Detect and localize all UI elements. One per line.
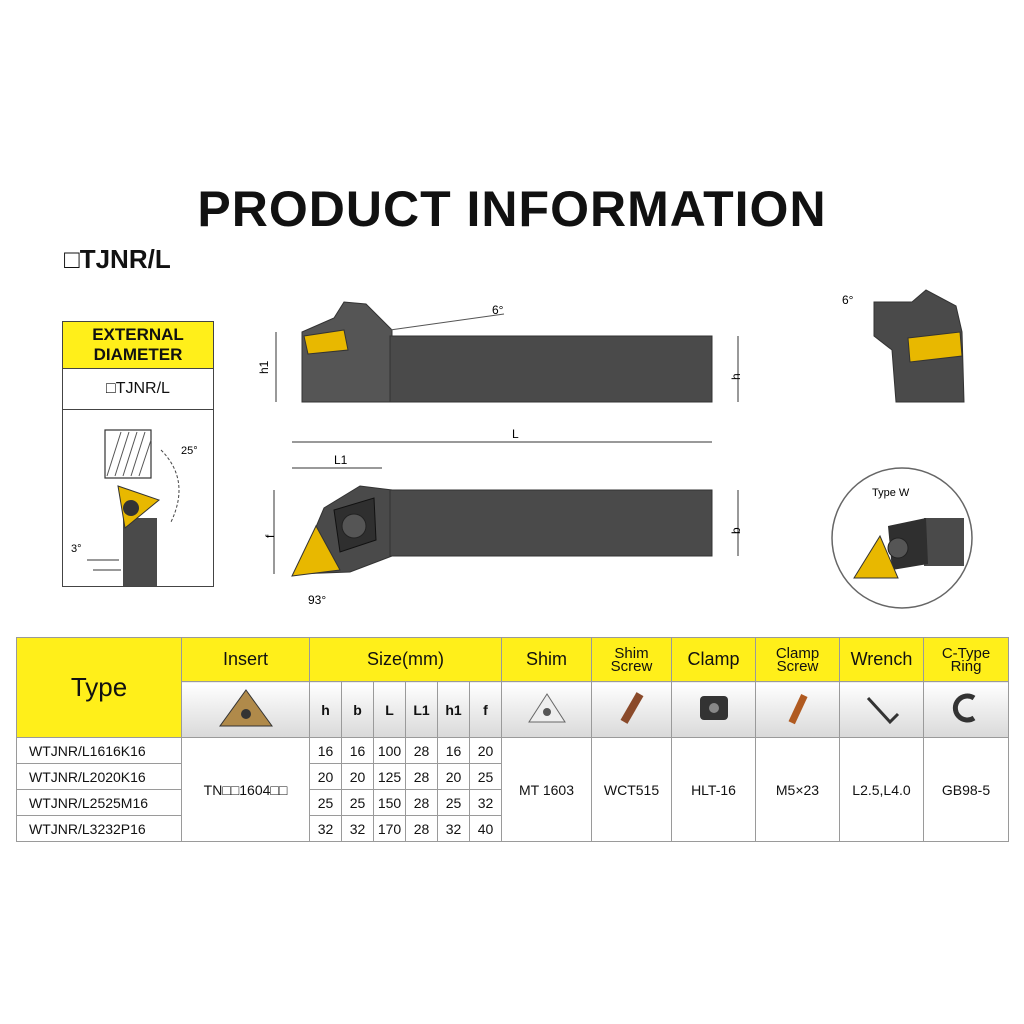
size-col-f: f [469, 681, 502, 738]
dimension-L-label: L [512, 427, 519, 441]
angle-93-label: 93° [308, 593, 326, 607]
cell-L: 100 [373, 737, 406, 764]
cell-h: 20 [309, 763, 342, 790]
cell-f: 40 [469, 815, 502, 842]
cell-L: 170 [373, 815, 406, 842]
ring-value: GB98-5 [923, 737, 1009, 842]
ring-icon [923, 681, 1009, 738]
wrench-value: L2.5,L4.0 [839, 737, 924, 842]
cell-L1: 28 [405, 789, 438, 816]
dimension-L1-label: L1 [334, 453, 348, 467]
dimension-b-label: b [729, 527, 743, 534]
clamp-header: Clamp [671, 637, 756, 682]
size-col-L: L [373, 681, 406, 738]
clamp-screw-icon [755, 681, 840, 738]
table-row: WTJNR/L2020K16 20 20 125 28 20 25 [16, 763, 1009, 790]
type-w-label: Type W [872, 487, 910, 499]
row-type: WTJNR/L2525M16 [16, 789, 182, 816]
shim-header: Shim [501, 637, 592, 682]
dimension-f-label: f [263, 534, 277, 538]
clamp-screw-value: M5×23 [755, 737, 840, 842]
cell-b: 20 [341, 763, 374, 790]
cell-b: 25 [341, 789, 374, 816]
type-w-detail: Type W [831, 467, 973, 609]
shim-value: MT 1603 [501, 737, 592, 842]
wrench-header: Wrench [839, 637, 924, 682]
size-col-L1: L1 [405, 681, 438, 738]
insert-header: Insert [181, 637, 310, 682]
dimension-h1-label: h1 [257, 360, 271, 374]
cell-h1: 20 [437, 763, 470, 790]
angle-3-label: 3° [71, 543, 82, 555]
cell-f: 20 [469, 737, 502, 764]
cell-L1: 28 [405, 763, 438, 790]
header-line-1: EXTERNAL [92, 325, 184, 344]
cell-L: 125 [373, 763, 406, 790]
row-type: WTJNR/L1616K16 [16, 737, 182, 764]
row-type: WTJNR/L2020K16 [16, 763, 182, 790]
shim-screw-icon [591, 681, 672, 738]
clamp-value: HLT-16 [671, 737, 756, 842]
wrench-icon [839, 681, 924, 738]
cell-L: 150 [373, 789, 406, 816]
row-type: WTJNR/L3232P16 [16, 815, 182, 842]
size-col-b: b [341, 681, 374, 738]
panel-code: □TJNR/L [63, 369, 213, 410]
cell-b: 32 [341, 815, 374, 842]
cell-L1: 28 [405, 737, 438, 764]
cell-h1: 16 [437, 737, 470, 764]
table-row: WTJNR/L3232P16 32 32 170 28 32 40 [16, 815, 1009, 842]
shim-icon [501, 681, 592, 738]
cell-h: 16 [309, 737, 342, 764]
cell-b: 16 [341, 737, 374, 764]
table-row: WTJNR/L2525M16 25 25 150 28 25 32 [16, 789, 1009, 816]
page-title: PRODUCT INFORMATION [197, 181, 827, 237]
machining-diagram: 25° 3° [71, 429, 198, 586]
insert-value: TN□□1604□□ [181, 737, 310, 842]
size-col-h1: h1 [437, 681, 470, 738]
dimension-h-label: h [729, 373, 743, 380]
tool-holder-drawing: h1 h 6° L L1 f b 93° [257, 301, 743, 607]
cell-h: 32 [309, 815, 342, 842]
size-header: Size(mm) [309, 637, 502, 682]
header-line-2: DIAMETER [93, 345, 183, 364]
size-col-h: h [309, 681, 342, 738]
angle-25-label: 25° [181, 445, 198, 457]
type-header: Type [16, 637, 182, 738]
cell-L1: 28 [405, 815, 438, 842]
side-view-drawing: 6° [842, 289, 965, 403]
product-code-heading: □TJNR/L [64, 244, 171, 274]
insert-icon [181, 681, 310, 738]
cell-h: 25 [309, 789, 342, 816]
angle-6-side-label: 6° [842, 293, 854, 307]
cell-h1: 32 [437, 815, 470, 842]
cell-f: 25 [469, 763, 502, 790]
cell-h1: 25 [437, 789, 470, 816]
table-row: WTJNR/L1616K16 TN□□1604□□ 16 16 100 28 1… [16, 737, 1009, 842]
angle-6-top-label: 6° [492, 303, 504, 317]
cell-f: 32 [469, 789, 502, 816]
shim-screw-value: WCT515 [591, 737, 672, 842]
clamp-icon [671, 681, 756, 738]
